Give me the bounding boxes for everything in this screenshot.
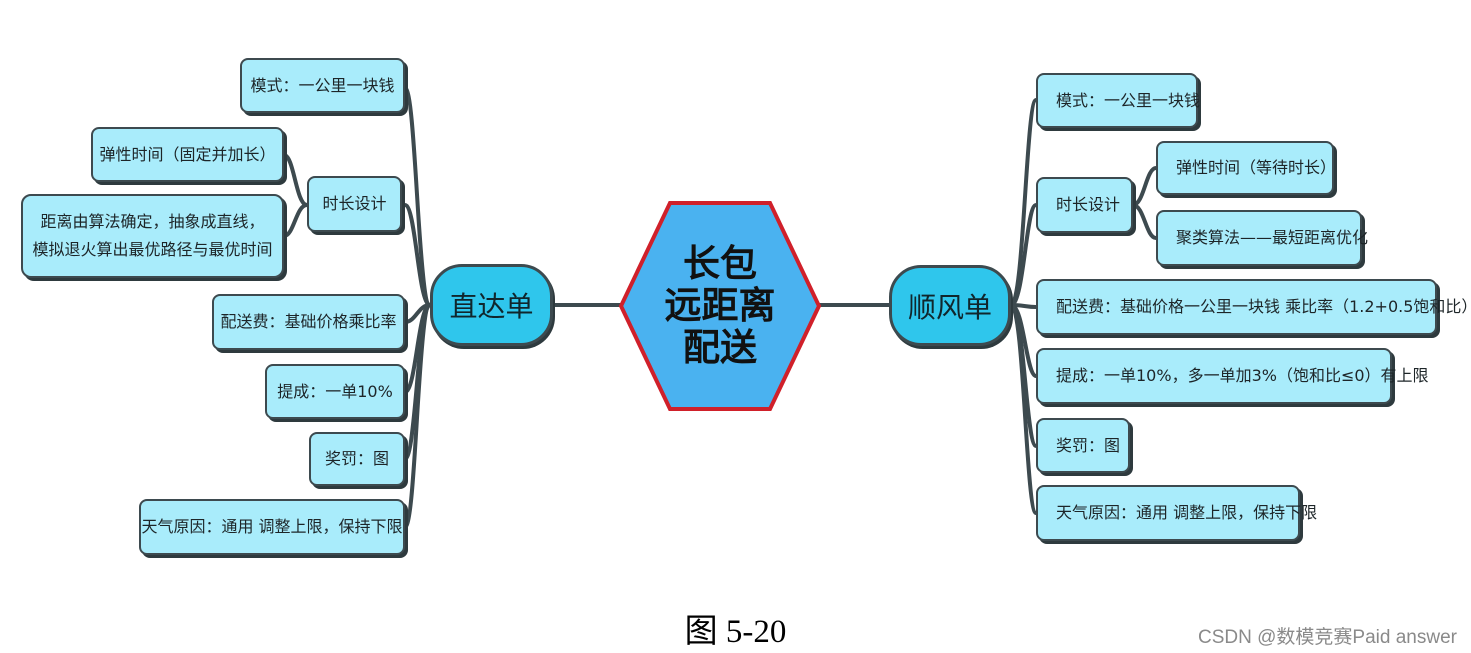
- left-node-delivery-fee: 配送费：基础价格乘比率: [212, 294, 405, 350]
- branch-tailwind-order: 顺风单: [889, 265, 1011, 346]
- link-right-duration: [1009, 203, 1038, 307]
- right-node-mode: 模式：一公里一块钱: [1036, 73, 1200, 128]
- link-right-sub-elastic: [1131, 166, 1158, 207]
- link-left-sub-distance: [282, 203, 309, 238]
- link-left-duration: [403, 203, 432, 307]
- center-node: [618, 201, 822, 411]
- left-node-commission: 提成：一单10%: [265, 364, 405, 419]
- link-left-weather: [403, 303, 432, 529]
- watermark: CSDN @数模竞赛Paid answer: [1198, 627, 1457, 648]
- left-node-duration: 时长设计: [307, 176, 402, 232]
- link-left-sub-elastic: [282, 153, 309, 207]
- right-node-delivery-fee: 配送费：基础价格一公里一块钱 乘比率（1.2+0.5饱和比）: [1036, 279, 1471, 335]
- right-node-weather: 天气原因：通用 调整上限，保持下限: [1036, 485, 1317, 541]
- left-node-weather: 天气原因：通用 调整上限，保持下限: [139, 499, 405, 555]
- left-node-elastic-time: 弹性时间（固定并加长）: [91, 127, 284, 182]
- center-line-3: 配送: [683, 326, 757, 369]
- center-label: 长包 远距离 配送: [618, 200, 822, 412]
- right-node-reward-penalty: 奖罚：图: [1036, 418, 1130, 473]
- right-node-elastic-wait: 弹性时间（等待时长）: [1156, 141, 1336, 195]
- left-node-distance-algorithm: 距离由算法确定，抽象成直线， 模拟退火算出最优路径与最优时间: [21, 194, 284, 278]
- branch-direct-order: 直达单: [430, 264, 553, 346]
- distance-line-1: 距离由算法确定，抽象成直线，: [40, 212, 265, 231]
- right-node-duration: 时长设计: [1036, 177, 1133, 233]
- link-right-sub-cluster: [1131, 203, 1158, 240]
- link-left-mode: [403, 86, 432, 307]
- right-node-clustering: 聚类算法——最短距离优化: [1156, 210, 1368, 266]
- link-right-weather: [1009, 303, 1038, 515]
- distance-line-2: 模拟退火算出最优路径与最优时间: [32, 240, 273, 259]
- center-line-1: 长包: [683, 242, 757, 285]
- right-node-commission: 提成：一单10%，多一单加3%（饱和比≤0）有上限: [1036, 348, 1429, 404]
- center-line-2: 远距离: [664, 284, 776, 327]
- left-node-reward-penalty: 奖罚：图: [309, 432, 405, 486]
- left-node-mode: 模式：一公里一块钱: [240, 58, 405, 113]
- figure-caption: 图 5-20: [684, 614, 787, 650]
